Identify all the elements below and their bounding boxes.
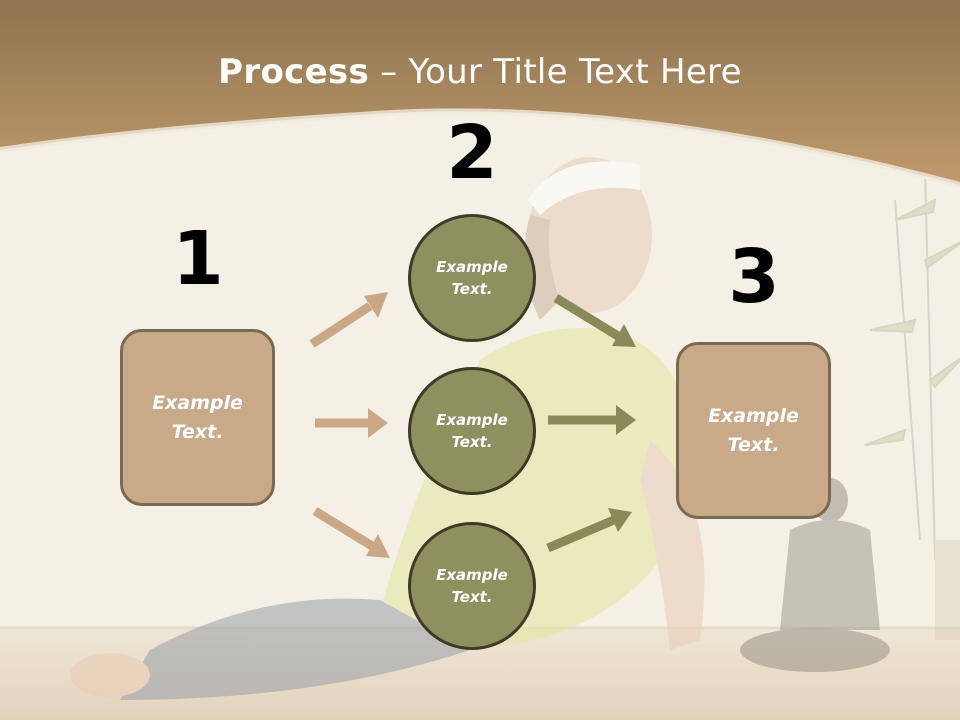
arrow-from-circle-3	[546, 508, 632, 553]
slide-title: Process – Your Title Text Here	[0, 52, 960, 92]
title-rest: – Your Title Text Here	[369, 52, 742, 92]
arrow-to-circle-2	[315, 408, 388, 438]
arrow-from-circle-1	[553, 294, 636, 347]
step-number-1: 1	[172, 216, 224, 302]
plant-photo	[864, 169, 960, 640]
step-number-3: 3	[728, 234, 780, 320]
header-band	[0, 0, 960, 185]
arrow-from-circle-2	[548, 405, 636, 435]
arrow-to-circle-3	[312, 507, 390, 558]
arrow-to-circle-1	[309, 292, 388, 348]
step-number-2: 2	[446, 110, 498, 196]
title-bold: Process	[218, 52, 370, 92]
header-arch	[0, 108, 960, 188]
